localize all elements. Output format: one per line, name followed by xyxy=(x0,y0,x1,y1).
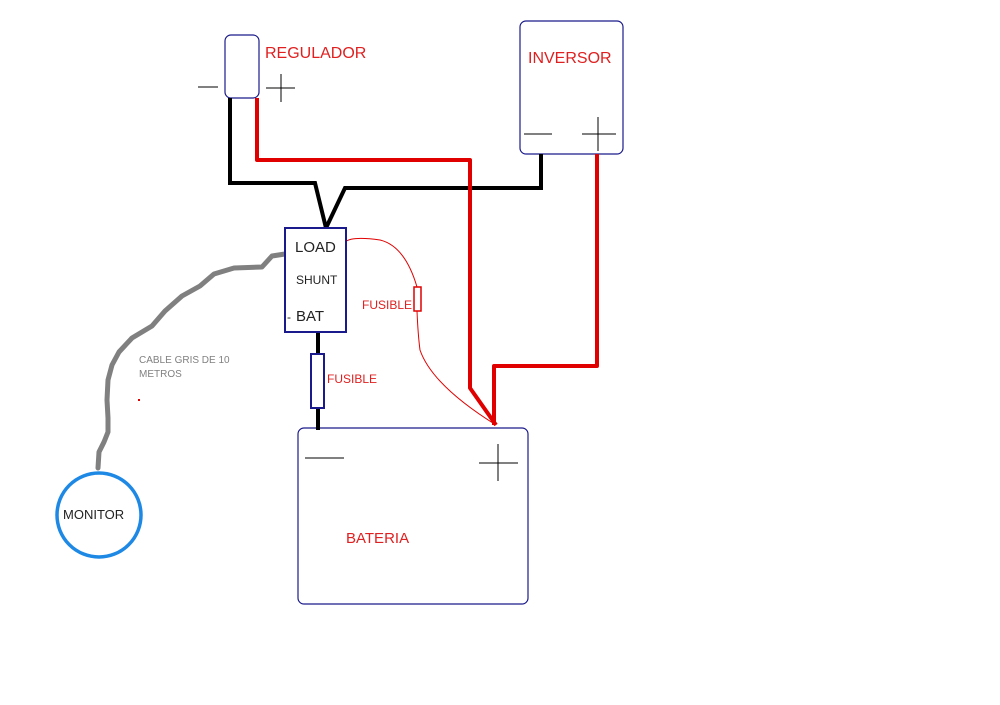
gray-signal-cable xyxy=(95,251,288,471)
shunt-load-label: LOAD xyxy=(295,239,336,256)
shunt-shunt-label: SHUNT xyxy=(296,273,338,287)
fuse-small xyxy=(413,286,422,312)
shunt-bat-label: BAT xyxy=(296,308,324,325)
inversor-plus-icon xyxy=(582,117,616,151)
monitor-label: MONITOR xyxy=(63,507,124,522)
regulador-box xyxy=(224,34,260,99)
positive-wire-inversor xyxy=(492,154,599,425)
regulador-plus-icon xyxy=(266,74,295,102)
fuse-large-label: FUSIBLE xyxy=(327,372,377,386)
stray-dot xyxy=(138,399,140,401)
bateria-label: BATERIA xyxy=(346,530,409,547)
cable-note-line2: METROS xyxy=(139,369,182,380)
shunt-box xyxy=(284,227,347,333)
negative-wire-inversor xyxy=(324,154,543,229)
cable-note-line1: CABLE GRIS DE 10 xyxy=(139,355,230,366)
fuse-large xyxy=(310,353,325,409)
positive-wire-regulador xyxy=(255,98,498,427)
negative-wire-regulador xyxy=(228,98,328,229)
shunt-bat-minus-label: - xyxy=(287,310,291,324)
fuse-small-label: FUSIBLE xyxy=(362,298,412,312)
monitor-circle xyxy=(55,471,143,559)
regulador-label: REGULADOR xyxy=(265,45,366,62)
thin-sense-wire xyxy=(344,237,497,426)
bateria-box xyxy=(297,427,529,605)
inversor-label: INVERSOR xyxy=(528,50,612,67)
bateria-plus-icon xyxy=(479,444,518,481)
inversor-box xyxy=(519,20,624,155)
